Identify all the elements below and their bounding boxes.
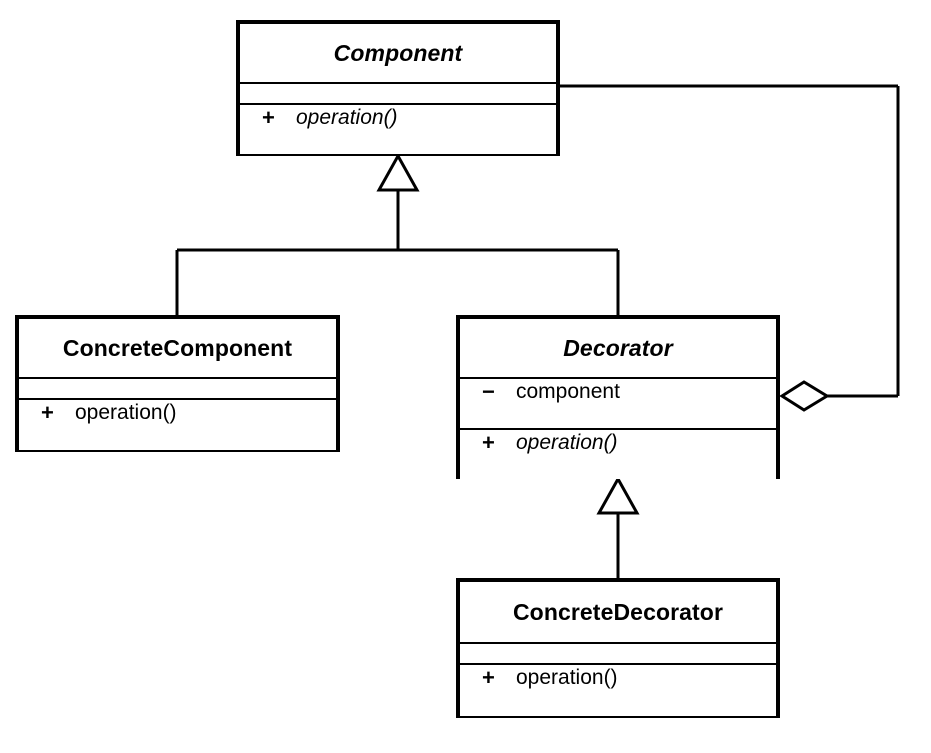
operation-label: operation() bbox=[516, 666, 618, 689]
operation-label: operation() bbox=[516, 431, 618, 454]
operations-compartment-concrete-component: + operation() bbox=[19, 398, 336, 450]
operation-row: + operation() bbox=[460, 430, 776, 456]
attributes-compartment-concrete-component bbox=[19, 377, 336, 398]
operation-label: operation() bbox=[75, 401, 177, 424]
generalization-decorator-concretedecorator bbox=[596, 475, 640, 580]
operation-label: operation() bbox=[296, 106, 398, 129]
attributes-compartment-component bbox=[240, 82, 556, 103]
class-box-component[interactable]: Component + operation() bbox=[236, 20, 560, 156]
operations-compartment-decorator: + operation() bbox=[460, 428, 776, 479]
visibility-marker: + bbox=[41, 400, 54, 425]
attributes-compartment-concrete-decorator bbox=[460, 642, 776, 663]
hollow-diamond-arrowhead bbox=[779, 380, 830, 412]
hollow-triangle-arrowhead bbox=[376, 152, 420, 192]
generalization-component-children bbox=[175, 152, 620, 317]
visibility-marker: + bbox=[262, 105, 275, 130]
operation-row: + operation() bbox=[240, 105, 556, 131]
class-name-concrete-component: ConcreteComponent bbox=[19, 319, 336, 377]
operation-row: + operation() bbox=[19, 400, 336, 426]
class-box-concrete-decorator[interactable]: ConcreteDecorator + operation() bbox=[456, 578, 780, 718]
visibility-marker: + bbox=[482, 430, 495, 455]
operations-compartment-concrete-decorator: + operation() bbox=[460, 663, 776, 716]
attribute-row: − component bbox=[460, 379, 776, 405]
visibility-marker: + bbox=[482, 665, 495, 690]
operation-row: + operation() bbox=[460, 665, 776, 691]
operations-compartment-component: + operation() bbox=[240, 103, 556, 154]
class-box-decorator[interactable]: Decorator − component + operation() bbox=[456, 315, 780, 479]
class-name-decorator: Decorator bbox=[460, 319, 776, 377]
visibility-marker: − bbox=[482, 379, 495, 404]
hollow-triangle-arrowhead bbox=[596, 475, 640, 515]
attribute-label: component bbox=[516, 380, 620, 403]
attributes-compartment-decorator: − component bbox=[460, 377, 776, 428]
class-name-component: Component bbox=[240, 24, 556, 82]
class-box-concrete-component[interactable]: ConcreteComponent + operation() bbox=[15, 315, 340, 452]
class-name-concrete-decorator: ConcreteDecorator bbox=[460, 582, 776, 642]
